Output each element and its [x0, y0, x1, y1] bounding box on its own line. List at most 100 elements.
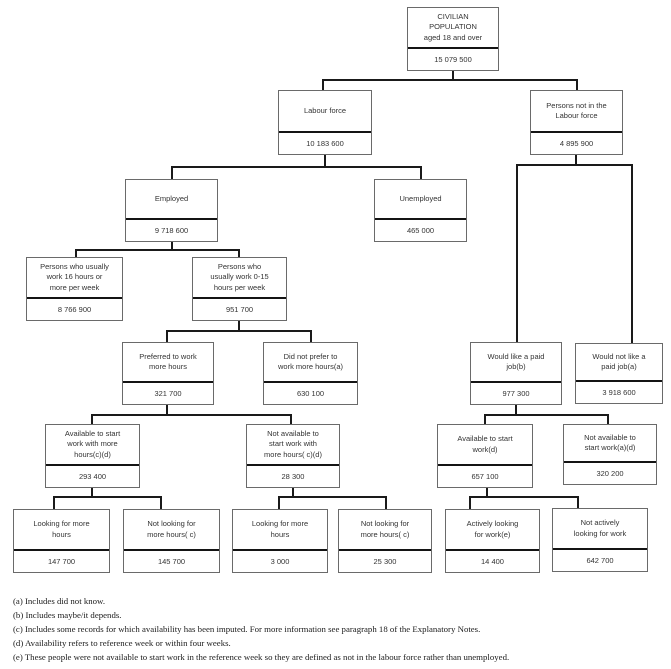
node-value: 25 300 [339, 549, 431, 572]
connector-line [278, 496, 387, 498]
node-not-in-labour-force: Persons not in the Labour force 4 895 90… [530, 90, 623, 155]
connector-line [91, 488, 93, 498]
node-label: Labour force [303, 105, 347, 115]
node-not-looking-more-hours-not-available: Not looking for more hours( c) 25 300 [338, 509, 432, 573]
node-not-actively-looking-for-work: Not actively looking for work 642 700 [552, 508, 648, 572]
node-available-to-start-work: Available to start work(d) 657 100 [437, 424, 533, 488]
node-work-16-plus-hours: Persons who usually work 16 hours or mor… [26, 257, 123, 321]
footnote-b: (b) Includes maybe/it depends. [13, 609, 122, 620]
node-label: Would like a paid job(b) [487, 351, 545, 372]
node-value: 4 895 900 [531, 131, 622, 154]
node-label: Persons who usually work 0-15 hours per … [210, 261, 269, 292]
connector-line [577, 496, 579, 509]
connector-line [631, 164, 633, 343]
connector-line [166, 330, 312, 332]
node-value: 10 183 600 [279, 131, 371, 154]
connector-line [322, 79, 578, 81]
node-value: 28 300 [247, 464, 339, 487]
footnote-e: (e) These people were not available to s… [13, 651, 510, 662]
node-would-not-like-paid-job: Would not like a paid job(a) 3 918 600 [575, 343, 663, 404]
connector-line [324, 155, 326, 167]
footnotes: (a) Includes did not know. (b) Includes … [13, 595, 663, 665]
connector-line [91, 414, 292, 416]
connector-line [166, 330, 168, 342]
node-employed: Employed 9 718 600 [125, 179, 218, 242]
connector-line [290, 414, 292, 425]
node-label: CIVILIAN POPULATION aged 18 and over [423, 11, 483, 42]
connector-line [484, 414, 486, 425]
footnote-c: (c) Includes some records for which avai… [13, 623, 481, 634]
node-label: Available to start work(d) [457, 434, 513, 454]
node-value: 9 718 600 [126, 218, 217, 241]
connector-line [91, 414, 93, 425]
footnote-a: (a) Includes did not know. [13, 596, 106, 606]
node-label: Persons not in the Labour force [546, 100, 607, 121]
node-value: 147 700 [14, 549, 109, 572]
connector-line [166, 405, 168, 416]
node-not-available-to-start-work: Not available to start work(a)(d) 320 20… [563, 424, 657, 485]
node-labour-force: Labour force 10 183 600 [278, 90, 372, 155]
connector-line [171, 166, 173, 179]
connector-line [420, 166, 422, 179]
connector-line [238, 321, 240, 331]
node-not-available-more-hours: Not available to start work with more ho… [246, 424, 340, 488]
connector-line [516, 164, 518, 342]
node-value: 3 918 600 [576, 380, 662, 403]
node-label: Available to start work with more hours(… [64, 428, 121, 459]
node-label: Not available to start work with more ho… [264, 428, 322, 459]
connector-line [469, 496, 579, 498]
node-unemployed: Unemployed 465 000 [374, 179, 467, 242]
node-value: 465 000 [375, 218, 466, 241]
node-value: 657 100 [438, 464, 532, 487]
node-label: Not looking for more hours( c) [147, 519, 196, 539]
node-label: Not actively looking for work [573, 518, 627, 538]
connector-line [53, 496, 162, 498]
connector-line [469, 496, 471, 509]
connector-line [171, 166, 422, 168]
node-label: Not looking for more hours( c) [360, 519, 410, 539]
node-value: 630 100 [264, 381, 357, 404]
connector-line [310, 330, 312, 342]
node-not-looking-more-hours-available: Not looking for more hours( c) 145 700 [123, 509, 220, 573]
connector-line [160, 496, 162, 509]
node-value: 15 079 500 [408, 47, 498, 70]
node-label: Looking for more hours [33, 519, 90, 539]
connector-line [278, 496, 280, 509]
connector-line [515, 405, 517, 415]
connector-line [607, 414, 609, 425]
connector-line [75, 249, 240, 251]
node-label: Did not prefer to work more hours(a) [277, 351, 344, 372]
connector-line [452, 71, 454, 80]
node-label: Persons who usually work 16 hours or mor… [40, 261, 109, 292]
node-value: 3 000 [233, 549, 327, 572]
node-label: Unemployed [399, 193, 442, 203]
node-value: 321 700 [123, 381, 213, 404]
node-label: Preferred to work more hours [139, 351, 197, 372]
node-label: Not available to start work(a)(d) [584, 432, 636, 453]
node-label: Would not like a paid job(a) [592, 351, 646, 372]
connector-line [385, 496, 387, 509]
connector-line [53, 496, 55, 509]
node-label: Looking for more hours [251, 519, 309, 539]
connector-line [486, 488, 488, 497]
connector-line [484, 414, 609, 416]
node-value: 951 700 [193, 297, 286, 320]
node-civilian-population: CIVILIAN POPULATION aged 18 and over 15 … [407, 7, 499, 71]
node-value: 14 400 [446, 549, 539, 572]
node-available-more-hours: Available to start work with more hours(… [45, 424, 140, 488]
node-value: 145 700 [124, 549, 219, 572]
node-value: 293 400 [46, 464, 139, 487]
connector-line [238, 249, 240, 257]
node-value: 642 700 [553, 548, 647, 571]
connector-line [575, 155, 577, 165]
node-actively-looking-for-work: Actively looking for work(e) 14 400 [445, 509, 540, 573]
node-value: 8 766 900 [27, 297, 122, 320]
node-label: Actively looking for work(e) [466, 519, 519, 539]
node-value: 320 200 [564, 461, 656, 484]
connector-line [516, 164, 633, 166]
footnote-d: (d) Availability refers to reference wee… [13, 637, 231, 648]
node-would-like-paid-job: Would like a paid job(b) 977 300 [470, 342, 562, 405]
node-work-0-15-hours: Persons who usually work 0-15 hours per … [192, 257, 287, 321]
node-looking-more-hours-not-available: Looking for more hours 3 000 [232, 509, 328, 573]
